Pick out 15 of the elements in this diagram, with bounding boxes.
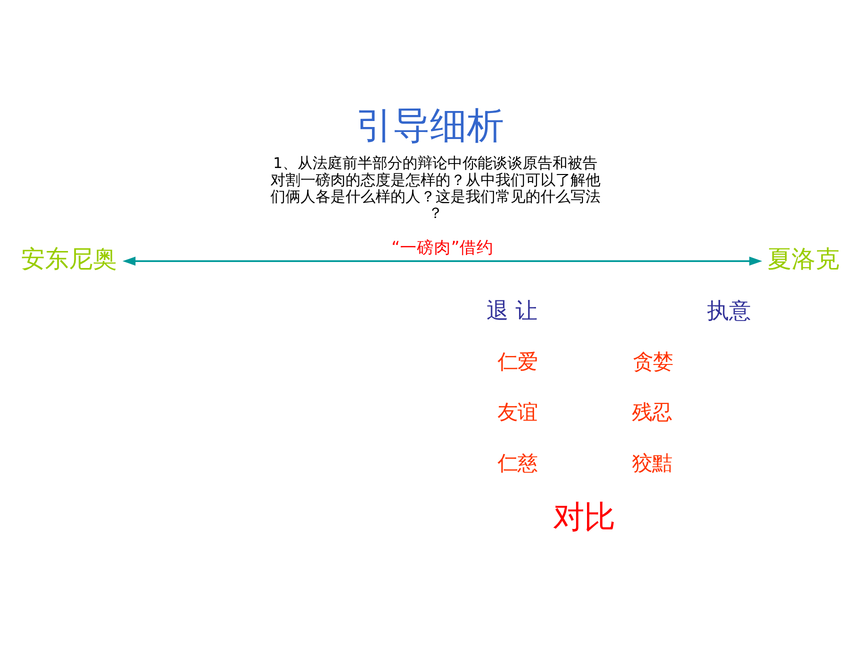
edge-label: “一磅肉”借约	[391, 238, 494, 258]
label: 友谊	[497, 400, 538, 424]
label: 仁爱	[497, 349, 538, 374]
label: 退 让	[486, 298, 538, 324]
label: 狡黠	[632, 450, 672, 475]
label: 执意	[706, 298, 751, 324]
label: 贪婪	[633, 349, 674, 374]
node-text: 安东尼奥	[20, 244, 117, 273]
node-text: 夏洛克	[768, 244, 840, 273]
label: 对比	[552, 500, 615, 536]
arrow	[122, 256, 762, 266]
label: 仁慈	[497, 450, 538, 475]
diagram-title: 引导细析	[356, 104, 504, 147]
label: 1、从法庭前半部分的辩论中你能谈谈原告和被告对割一磅肉的态度是怎样的？从中我们可以了解他们俩人各是什么样的人？这是我们常见的什么写法？	[270, 155, 600, 222]
label: 残忍	[632, 400, 672, 424]
